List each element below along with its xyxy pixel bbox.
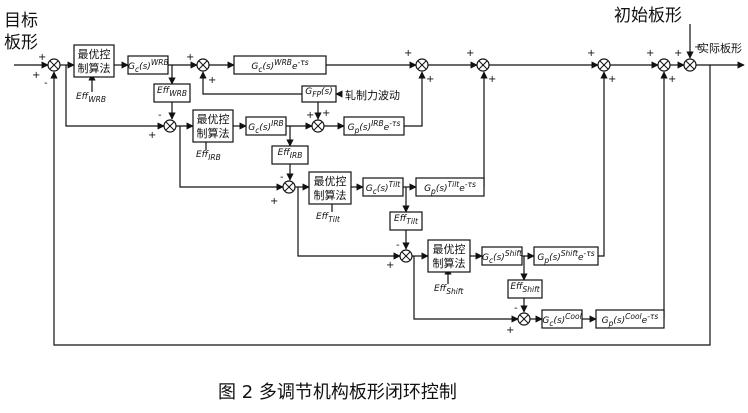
gp-cool: Gp(s)Coole-τs (601, 312, 659, 328)
sum-junction-wrb (196, 58, 210, 72)
svg-text:-: - (44, 78, 48, 89)
disturbance-label: 轧制力波动 (345, 88, 400, 102)
svg-text:+: + (694, 42, 702, 53)
eff-input-shift: EffShift (434, 284, 464, 296)
svg-text:+: + (270, 196, 278, 207)
sum-junction-irb (163, 119, 177, 133)
svg-text:最优控: 最优控 (78, 47, 111, 61)
svg-text:+: + (148, 130, 156, 141)
svg-text:+: + (506, 325, 514, 336)
svg-text:+: + (186, 52, 194, 63)
eff-input-tilt: EffTilt (316, 212, 340, 224)
target-shape-label-2: 板形 (4, 33, 38, 53)
eff-block-tilt: EffTilt (394, 214, 418, 226)
initial-shape-label: 初始板形 (614, 6, 682, 26)
svg-text:-: - (158, 110, 162, 121)
svg-text:-: - (396, 240, 400, 251)
svg-text:+: + (674, 48, 682, 59)
eff-block-shift: EffShift (510, 282, 540, 294)
actual-shape-label: 实际板形 (698, 41, 742, 55)
sum-junction-out-5 (683, 58, 697, 72)
controller-block-tilt: 最优控 制算法 (308, 171, 352, 205)
controller-block-wrb: 最优控 制算法 (73, 44, 115, 78)
sum-junction-cool (517, 312, 531, 326)
svg-text:+: + (38, 52, 46, 63)
svg-text:+: + (668, 74, 676, 85)
svg-text:制算法: 制算法 (78, 61, 111, 75)
gc-shift: Gc(s)Shift (482, 249, 523, 265)
sum-junction-input (47, 58, 61, 72)
svg-text:+: + (404, 48, 412, 59)
gp-tilt: Gp(s)Tilte-τs (424, 180, 476, 196)
sum-junction-disturbance (311, 119, 325, 133)
svg-text:+: + (32, 70, 40, 81)
gc-irb: Gc(s)IRB (248, 119, 284, 135)
svg-text:+: + (587, 48, 595, 59)
gp-irb: Gp(s)IRBe-τs (347, 119, 401, 135)
gfp-block: GFP(s) (305, 87, 333, 99)
sum-junction-out-4 (657, 58, 671, 72)
sum-junction-out-1 (415, 58, 429, 72)
svg-text:最优控: 最优控 (197, 112, 230, 126)
svg-text:+: + (646, 48, 654, 59)
sum-junction-out-3 (597, 58, 611, 72)
gc-cool: Gc(s)Cool (542, 312, 582, 328)
svg-text:最优控: 最优控 (314, 174, 347, 188)
svg-text:+: + (322, 108, 330, 119)
svg-text:制算法: 制算法 (197, 126, 230, 140)
target-shape-label-1: 目标 (4, 11, 38, 31)
svg-text:+: + (208, 75, 216, 86)
svg-text:最优控: 最优控 (433, 242, 466, 256)
summing-junctions (47, 58, 697, 326)
tf-blocks (127, 55, 665, 329)
controller-block-shift: 最优控 制算法 (427, 239, 471, 273)
eff-input-wrb: EffWRB (76, 92, 106, 104)
gc-wrb: Gc(s)WRB (128, 58, 169, 74)
sum-junction-out-2 (476, 58, 490, 72)
svg-text:制算法: 制算法 (433, 256, 466, 270)
svg-text:-: - (280, 172, 284, 183)
sum-junction-shift (399, 249, 413, 263)
svg-text:+: + (466, 48, 474, 59)
junction-signs: + + - + + + + + + + + + + + + - + + + - … (32, 42, 702, 336)
sum-junction-tilt (282, 180, 296, 194)
gc-tilt: Gc(s)Tilt (365, 180, 401, 196)
controller-block-irb: 最优控 制算法 (192, 109, 234, 143)
svg-text:+: + (488, 74, 496, 85)
svg-text:制算法: 制算法 (314, 188, 347, 202)
eff-block-irb: EffIRB (277, 148, 303, 160)
gp-wrb: Gc(s)WRBe-τs (251, 58, 309, 74)
svg-text:+: + (306, 110, 314, 121)
eff-block-wrb-1: EffWRB (157, 86, 187, 98)
svg-text:+: + (386, 260, 394, 271)
gp-shift: Gp(s)Shifte-τs (537, 249, 595, 265)
svg-text:+: + (608, 74, 616, 85)
svg-text:-: - (514, 303, 518, 314)
figure-caption: 图 2 多调节机构板形闭环控制 (218, 382, 457, 403)
eff-input-irb: EffIRB (196, 150, 221, 162)
signal-lines (14, 24, 745, 346)
svg-text:+: + (426, 74, 434, 85)
